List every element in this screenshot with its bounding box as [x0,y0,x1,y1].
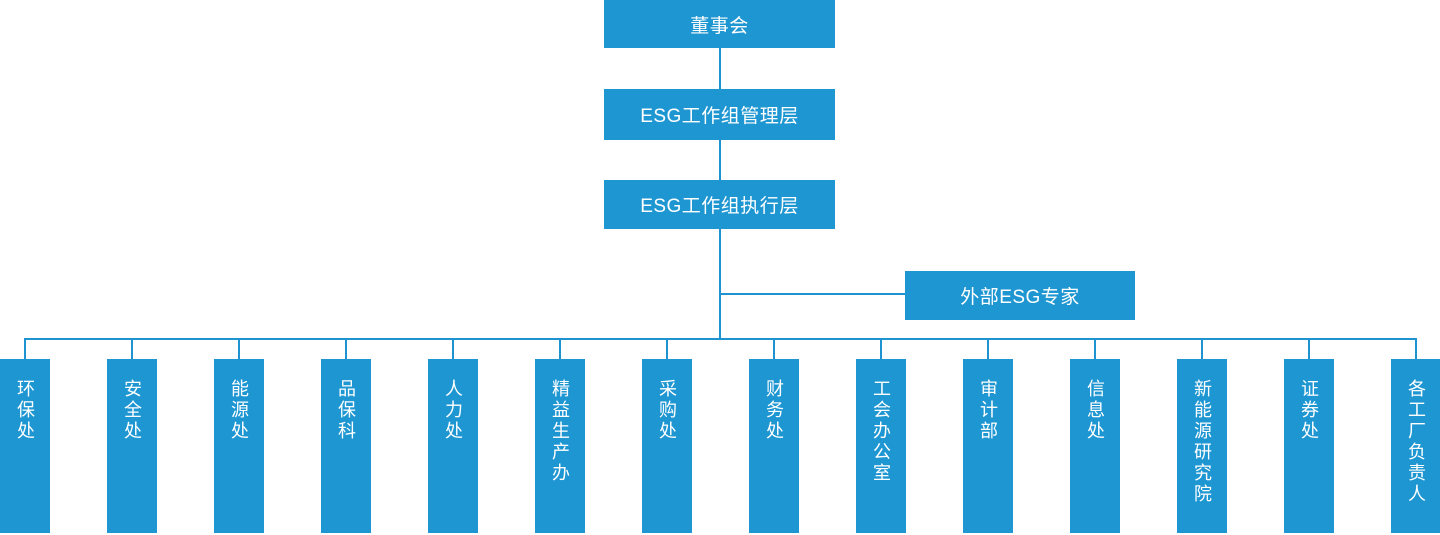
node-board: 董事会 [604,0,835,48]
connector-stub-7 [773,339,775,359]
node-esg-execution-label: ESG工作组执行层 [640,196,799,217]
dept-label: 信息处 [1085,379,1105,442]
dept-box-0: 环保处 [0,359,50,533]
dept-box-1: 安全处 [107,359,157,533]
connector-board-management [719,48,721,89]
connector-rail [24,338,1417,340]
dept-label: 人力处 [443,379,463,442]
connector-stub-1 [131,339,133,359]
dept-label: 能源处 [229,379,249,442]
dept-box-5: 精益生产办 [535,359,585,533]
connector-stub-13 [1415,339,1417,359]
dept-label: 精益生产办 [550,379,570,484]
dept-box-13: 各工厂负责人 [1391,359,1440,533]
dept-label: 环保处 [15,379,35,442]
dept-label: 证券处 [1299,379,1319,442]
connector-management-execution [719,140,721,180]
node-external-expert: 外部ESG专家 [905,271,1135,320]
connector-stub-5 [559,339,561,359]
dept-box-8: 工会办公室 [856,359,906,533]
connector-stub-4 [452,339,454,359]
node-esg-management: ESG工作组管理层 [604,89,835,140]
dept-label: 品保科 [336,379,356,442]
node-board-label: 董事会 [690,15,749,37]
connector-stub-8 [880,339,882,359]
dept-box-7: 财务处 [749,359,799,533]
connector-stub-12 [1308,339,1310,359]
connector-execution-trunk [719,229,721,339]
connector-stub-11 [1201,339,1203,359]
dept-box-6: 采购处 [642,359,692,533]
node-external-expert-label: 外部ESG专家 [960,287,1080,308]
dept-label: 财务处 [764,379,784,442]
connector-external-branch [721,293,905,295]
dept-label: 审计部 [978,379,998,442]
node-esg-execution: ESG工作组执行层 [604,180,835,229]
dept-box-9: 审计部 [963,359,1013,533]
dept-label: 各工厂负责人 [1406,379,1426,505]
connector-stub-10 [1094,339,1096,359]
dept-box-12: 证券处 [1284,359,1334,533]
dept-label: 安全处 [122,379,142,442]
dept-box-2: 能源处 [214,359,264,533]
dept-box-3: 品保科 [321,359,371,533]
connector-stub-2 [238,339,240,359]
dept-box-4: 人力处 [428,359,478,533]
connector-stub-3 [345,339,347,359]
dept-label: 采购处 [657,379,677,442]
dept-label: 工会办公室 [871,379,891,484]
dept-box-11: 新能源研究院 [1177,359,1227,533]
dept-label: 新能源研究院 [1192,379,1212,505]
dept-box-10: 信息处 [1070,359,1120,533]
connector-stub-6 [666,339,668,359]
node-esg-management-label: ESG工作组管理层 [640,106,799,127]
connector-stub-9 [987,339,989,359]
connector-stub-0 [24,339,26,359]
